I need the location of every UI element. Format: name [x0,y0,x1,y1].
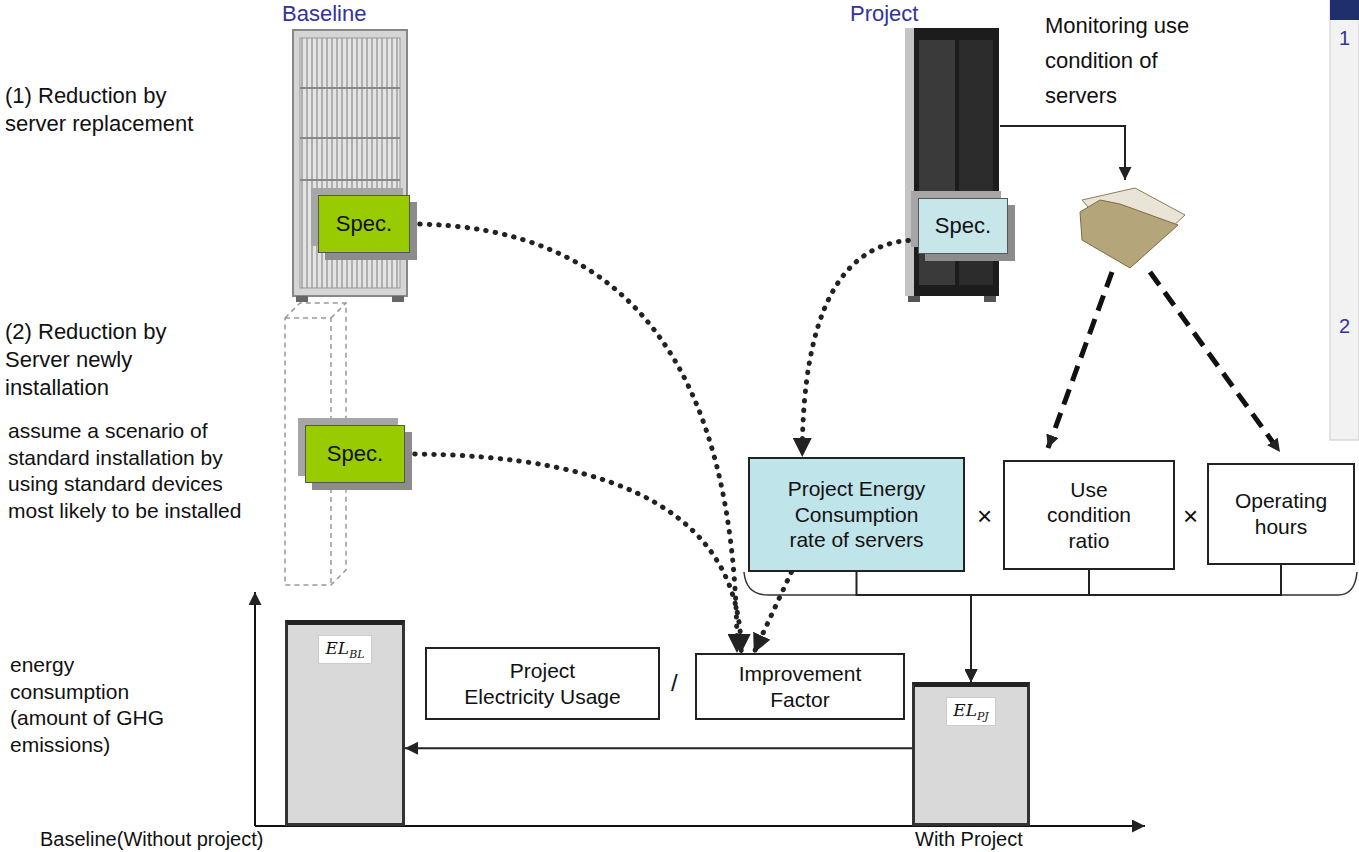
note-text: assume a scenario of standard installati… [8,418,270,525]
panel-ground [1330,0,1359,440]
node-text: Improvement Factor [725,661,875,712]
folder-icon [1080,188,1185,268]
rack-bay [300,137,400,139]
rack-edge [905,28,914,296]
flow-arrow [971,570,1089,682]
node-text: Project Energy Consumption rate of serve… [782,476,932,553]
operator-sign: × [977,500,992,533]
note-text: Monitoring use condition of servers [1045,8,1230,113]
process-box: Operating hours [1207,463,1355,565]
node-text: Spec. [935,213,991,240]
energy-bar: ELPJ [912,682,1030,826]
dotted-arrow [802,240,918,457]
flow-arrow [405,747,912,749]
symbol-tag: ELBL [318,635,371,664]
baseline-server-rack [293,30,407,302]
dotted-arrow [410,224,737,653]
node-text: Operating hours [1221,488,1341,539]
axis-label: With Project [915,828,1023,850]
axis-label: energy consumption (amount of GHG emissi… [10,652,170,759]
panel-number: 2 [1339,314,1350,339]
symbol-text: EL [953,700,977,720]
process-box: Project Electricity Usage [425,647,660,720]
axis-label: Baseline(Without project) [40,828,263,850]
flow-arrow [971,565,1281,682]
y-axis [254,592,256,826]
data-arrows [1048,272,1280,452]
process-box: Project Energy Consumption rate of serve… [748,457,965,572]
rack-bay [300,87,400,89]
monitoring-arrow [1000,126,1125,180]
energy-bar: ELBL [285,620,405,826]
column-heading: Baseline [282,0,366,28]
monitor-line [1000,126,1125,180]
symbol-text: EL [325,638,349,658]
process-box: Improvement Factor [695,653,905,720]
symbol-subscript: PJ [977,710,989,723]
operator-sign: / [671,668,678,698]
folder-cover [1080,200,1178,268]
node-text: Spec. [327,441,383,468]
rack-foot [296,296,308,302]
axes [255,592,1145,826]
data-arrow [1048,272,1112,448]
panel-number: 1 [1339,26,1350,51]
dotted-arrow [754,572,792,653]
data-arrow [1150,272,1280,452]
project-server-rack [905,28,999,302]
node-text: Use condition ratio [1033,477,1145,554]
rack-foot [392,296,404,302]
case-label: (1) Reduction by server replacement [5,82,220,138]
node-text: Spec. [336,211,392,238]
grouping-bracket [744,572,1357,595]
symbol-subscript: BL [349,648,364,661]
operator-sign: × [1183,500,1198,533]
rack-body [905,28,999,296]
column-heading: Project [850,0,918,28]
node-text: Project Electricity Usage [463,658,623,709]
side-panel [1330,0,1359,440]
dotted-arrow [405,454,741,653]
spec-tag: Spec. [318,195,410,253]
spec-tag: Spec. [305,425,405,483]
rack-body [293,30,407,296]
outline-edge [331,303,346,318]
rack-foot [908,296,920,302]
process-box: Use condition ratio [1003,460,1175,570]
symbol-tag: ELPJ [946,697,996,726]
rack-bay [300,179,400,181]
panel-bar [1330,0,1359,20]
spec-tag: Spec. [918,198,1008,254]
case-label: (2) Reduction by Server newly installati… [5,318,220,402]
rack-foot [984,296,996,302]
